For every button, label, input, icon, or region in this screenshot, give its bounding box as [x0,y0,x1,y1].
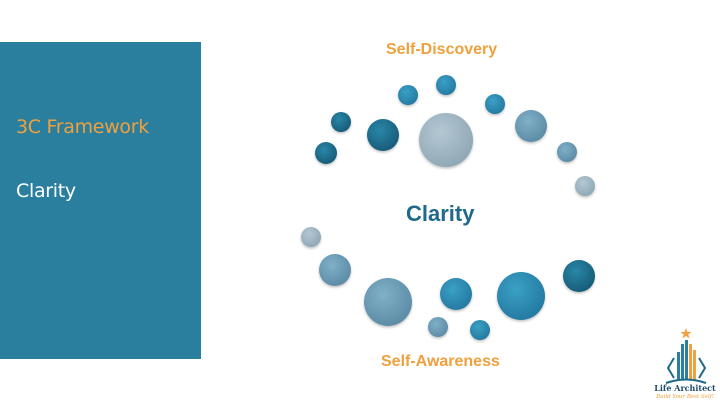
framework-subtitle: Clarity [16,180,76,202]
title-panel [0,42,201,359]
bubble [563,260,595,292]
bubble [485,94,505,114]
building-star-icon [665,328,707,384]
bubble [440,278,472,310]
bubble [301,227,321,247]
life-architect-logo: Life Architect Build Your Best Self! [650,326,720,404]
bubble [419,113,473,167]
bubble [575,176,595,196]
bubble [319,254,351,286]
bubble [470,320,490,340]
bubble [364,278,412,326]
bubble [436,75,456,95]
bubble [515,110,547,142]
bubble [398,85,418,105]
bubble [428,317,448,337]
logo-name: Life Architect [654,383,716,393]
bubble [367,119,399,151]
bubble [315,142,337,164]
self-discovery-label: Self-Discovery [386,41,498,58]
bubble [497,272,545,320]
bubble [331,112,351,132]
framework-title: 3C Framework [16,116,149,138]
self-awareness-label: Self-Awareness [381,353,500,370]
logo-tagline: Build Your Best Self! [656,394,714,400]
clarity-center-label: Clarity [406,201,475,226]
bubble [557,142,577,162]
